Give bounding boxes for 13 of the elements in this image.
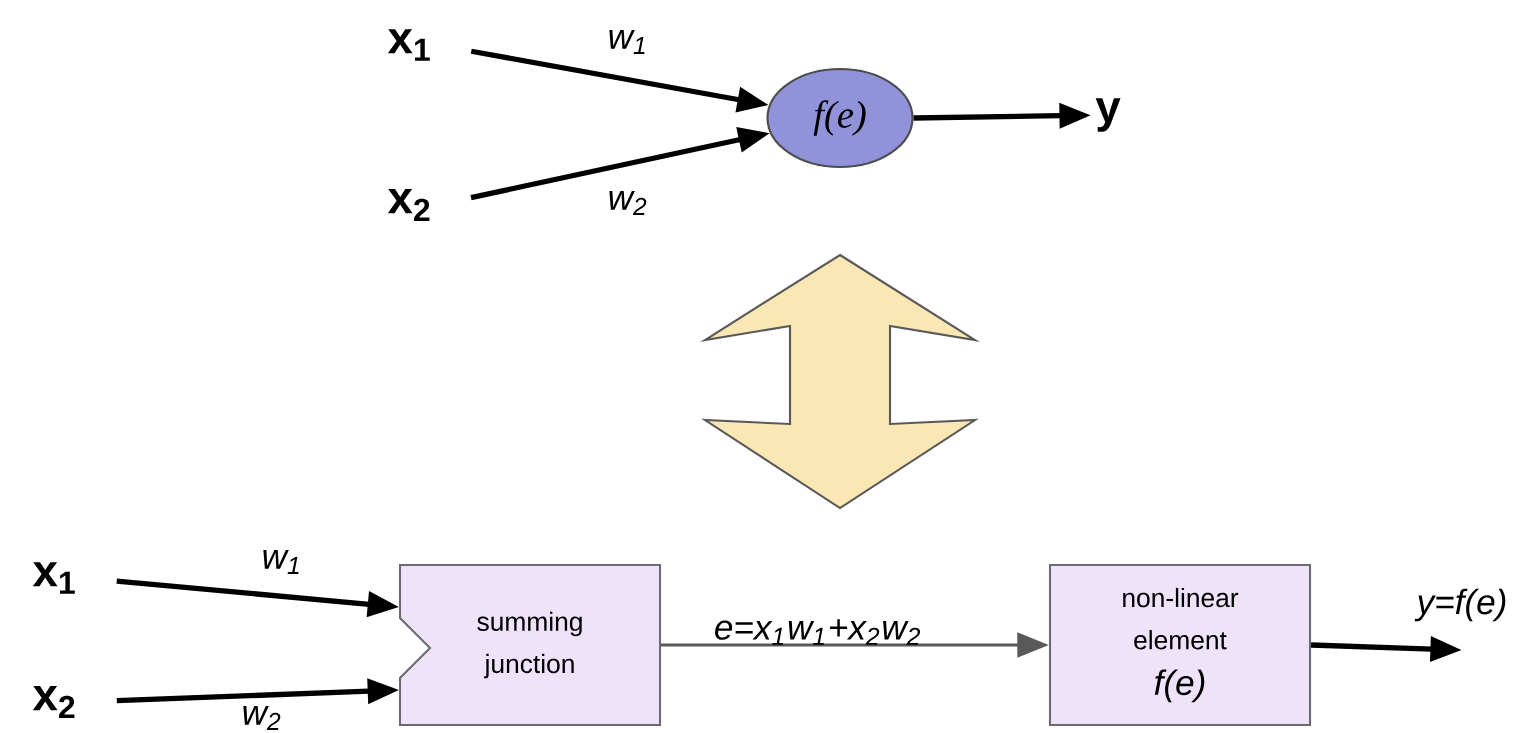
edge-label: w$_{1}$ (263, 550, 299, 574)
variable-label: x$_{1}$ (32, 562, 75, 594)
variable-label: x$_{1}$ (387, 29, 430, 61)
edge-label: w$_{2}$ (243, 706, 281, 730)
edge-label: w$_{2}$ (609, 191, 647, 215)
variable-label: x$_{2}$ (32, 686, 75, 718)
edge-label: y=f(e) (1414, 588, 1506, 622)
edge-label: e=x$_{1}$w$_{1}$+x$_{2}$w$_{2}$ (715, 619, 921, 645)
summing-block: summing junction (398, 563, 662, 727)
edge-label: w$_{1}$ (609, 30, 645, 54)
process-box: non-linear element f(e) (1048, 563, 1312, 727)
variable-label: x$_{2}$ (387, 189, 430, 221)
variable-label: y (1095, 98, 1121, 132)
